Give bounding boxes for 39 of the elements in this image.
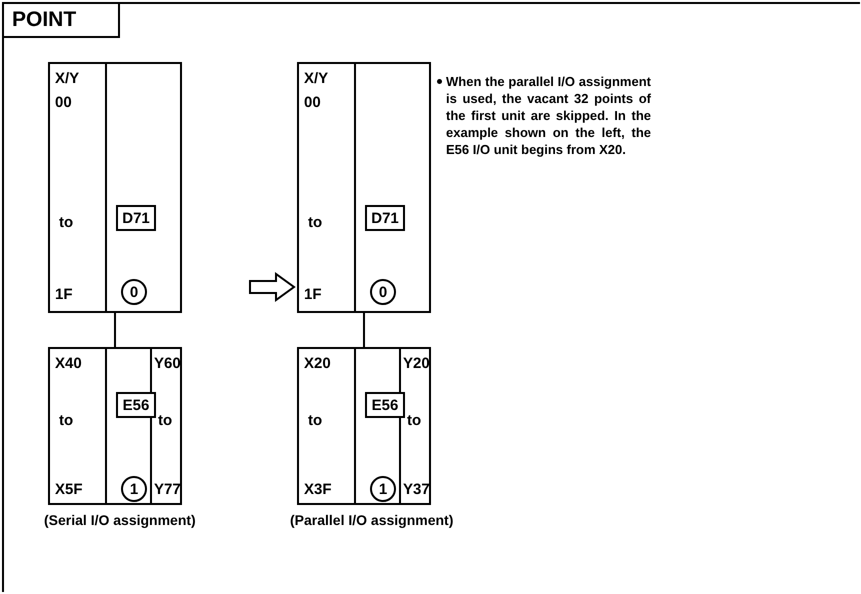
io-unit — [48, 347, 182, 505]
connector-line — [114, 313, 116, 347]
address-label: to — [59, 412, 74, 430]
cpu-unit — [297, 62, 431, 313]
address-label: 1F — [55, 286, 73, 304]
slot-number-circle: 0 — [121, 279, 147, 305]
address-label: to — [407, 412, 422, 430]
address-label: 00 — [304, 94, 321, 112]
unit-name-box: D71 — [365, 205, 405, 231]
heading-tab: POINT — [2, 2, 120, 38]
unit-name-box: D71 — [116, 205, 156, 231]
address-label: X20 — [304, 355, 331, 373]
address-label: X40 — [55, 355, 82, 373]
address-label: X/Y — [304, 70, 328, 88]
slot-number-circle: 1 — [370, 476, 396, 502]
address-label: X/Y — [55, 70, 80, 88]
address-label: to — [59, 214, 74, 232]
address-label: Y60 — [154, 355, 181, 373]
address-label: Y37 — [403, 481, 430, 499]
address-label: to — [308, 412, 322, 430]
slot-number-circle: 1 — [121, 476, 147, 502]
unit-name-box: E56 — [365, 392, 405, 418]
address-label: Y77 — [154, 481, 181, 499]
address-label: Y20 — [403, 355, 430, 373]
address-label: X5F — [55, 481, 83, 499]
address-label: 1F — [304, 286, 322, 304]
address-label: 00 — [55, 94, 72, 112]
address-label: to — [308, 214, 322, 232]
note-text: When the parallel I/O assignment is used, the vacant 32 points of the first unit are skipped. In the example shown on the left, the E56 I/O unit begins from X20. — [446, 73, 651, 158]
slot-number-circle: 0 — [370, 279, 396, 305]
unit-name-box: E56 — [116, 392, 156, 418]
address-label: to — [158, 412, 172, 430]
hollow-arrow — [249, 272, 296, 302]
connector-line — [363, 313, 365, 347]
io-unit — [297, 347, 431, 505]
cpu-unit — [48, 62, 182, 313]
caption: (Parallel I/O assignment) — [290, 512, 454, 529]
address-label: X3F — [304, 481, 332, 499]
caption: (Serial I/O assignment) — [44, 512, 197, 529]
